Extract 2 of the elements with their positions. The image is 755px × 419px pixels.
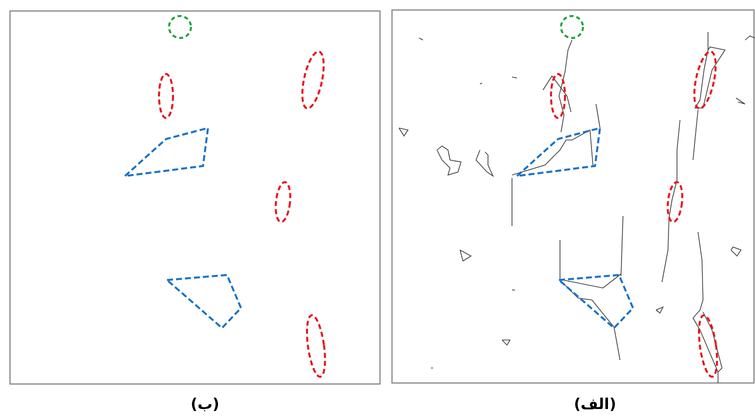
panel-label: (ب) xyxy=(190,394,220,414)
panel-label: (الف) xyxy=(574,394,616,414)
